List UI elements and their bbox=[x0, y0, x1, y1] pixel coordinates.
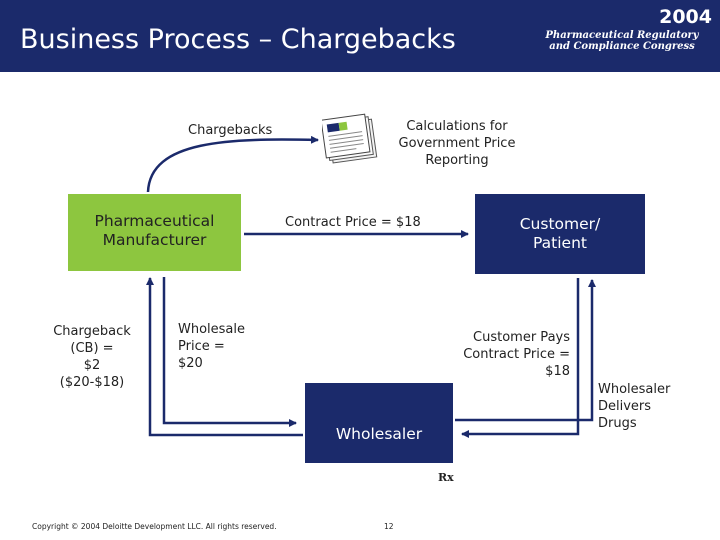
contract-price-label: Contract Price = $18 bbox=[285, 215, 421, 230]
page-number: 12 bbox=[384, 522, 394, 531]
customer-node: Customer/ Patient bbox=[475, 194, 645, 274]
wholesaler-delivers-label: Wholesaler Delivers Drugs bbox=[598, 382, 671, 431]
wholesale-price-label: Wholesale Price = $20 bbox=[178, 322, 246, 371]
calculations-label: Calculations for Government Price Report… bbox=[398, 119, 516, 168]
wholesale-price-arrow bbox=[162, 277, 297, 427]
manufacturer-node: Pharmaceutical Manufacturer bbox=[68, 194, 241, 271]
conference-name: Pharmaceutical Regulatory and Compliance… bbox=[545, 30, 699, 52]
chargebacks-arrow bbox=[146, 135, 319, 193]
chargebacks-label: Chargebacks bbox=[188, 123, 273, 138]
header-banner: Business Process – Chargebacks 2004 Phar… bbox=[0, 0, 720, 72]
copyright-notice: Copyright © 2004 Deloitte Development LL… bbox=[32, 522, 277, 531]
manufacturer-label: Pharmaceutical Manufacturer bbox=[94, 212, 215, 249]
wholesaler-label: Wholesaler bbox=[335, 425, 423, 443]
chargeback-claim-arrow bbox=[146, 277, 303, 437]
page-title: Business Process – Chargebacks bbox=[20, 24, 456, 55]
customer-pays-arrow bbox=[461, 278, 580, 438]
chargeback-amount-label: Chargeback (CB) = $2 ($20-$18) bbox=[53, 324, 131, 390]
drug-delivery-arrow bbox=[455, 279, 596, 422]
rx-symbol: Rx bbox=[438, 471, 454, 484]
document-stack-icon bbox=[322, 113, 378, 164]
conference-year: 2004 bbox=[659, 6, 712, 28]
customer-pays-label: Customer Pays Contract Price = $18 bbox=[463, 330, 570, 379]
wholesaler-node: Wholesaler bbox=[305, 383, 453, 463]
customer-label: Customer/ Patient bbox=[519, 215, 601, 252]
